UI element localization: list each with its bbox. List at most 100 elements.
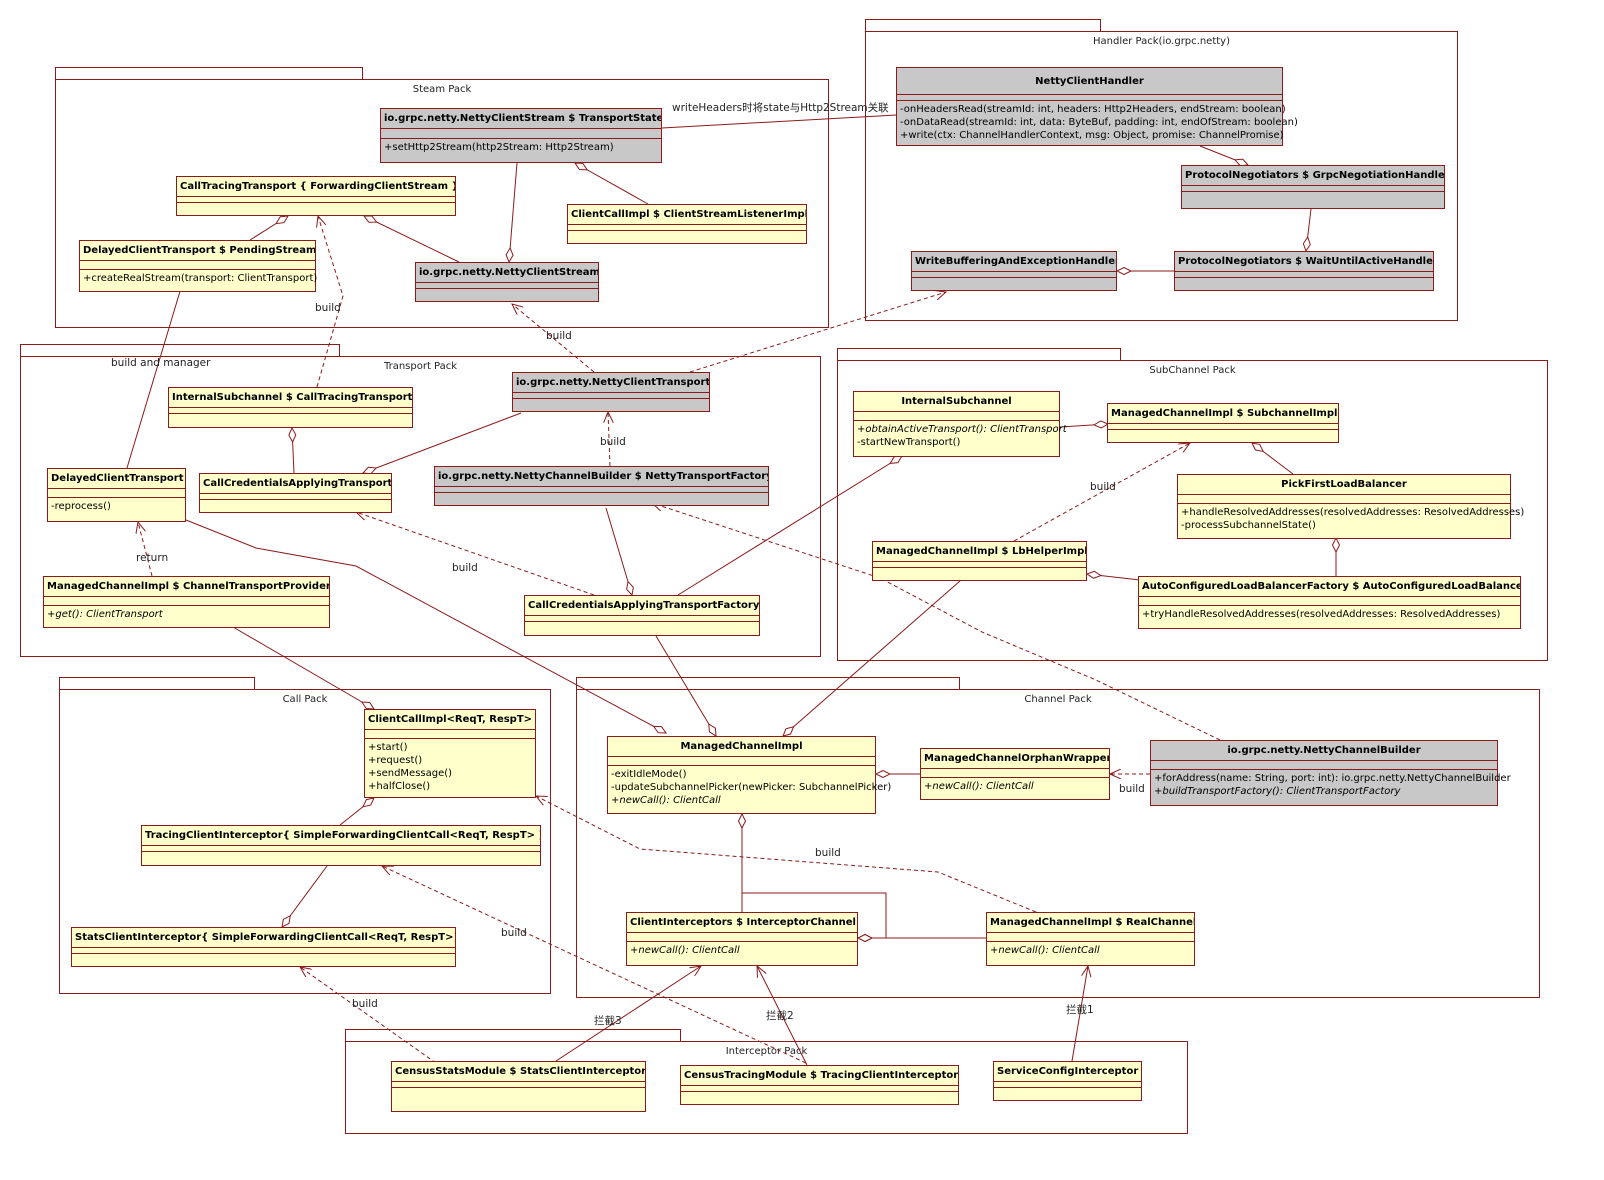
- class-real-channel[interactable]: ManagedChannelImpl $ RealChannel +newCal…: [986, 912, 1195, 966]
- package-tab: [576, 677, 960, 689]
- class-name: StatsClientInterceptor{ SimpleForwarding…: [72, 928, 455, 948]
- class-wait-until-active-handler[interactable]: ProtocolNegotiators $ WaitUntilActiveHan…: [1174, 251, 1434, 291]
- class-attributes: [1108, 424, 1338, 430]
- class-tracing-client-interceptor-fwd[interactable]: TracingClientInterceptor{ SimpleForwardi…: [141, 825, 541, 866]
- class-transport-state[interactable]: io.grpc.netty.NettyClientStream $ Transp…: [380, 108, 662, 163]
- class-auto-configured-load-balancer[interactable]: AutoConfiguredLoadBalancerFactory $ Auto…: [1138, 576, 1521, 629]
- class-channel-transport-provider[interactable]: ManagedChannelImpl $ ChannelTransportPro…: [43, 576, 330, 628]
- class-attributes: [994, 1082, 1141, 1088]
- class-attributes: [80, 261, 315, 270]
- class-attributes: [142, 846, 540, 852]
- class-attributes: [365, 730, 535, 739]
- class-call-tracing-transport-fwd[interactable]: CallTracingTransport { ForwardingClientS…: [176, 176, 456, 216]
- class-census-tracing-interceptor[interactable]: CensusTracingModule $ TracingClientInter…: [680, 1065, 959, 1105]
- package-title: Transport Pack: [383, 361, 458, 372]
- class-name: AutoConfiguredLoadBalancerFactory $ Auto…: [1139, 577, 1520, 597]
- class-subchannel-impl[interactable]: ManagedChannelImpl $ SubchannelImpl: [1107, 403, 1339, 443]
- class-attributes: [435, 487, 768, 493]
- class-netty-channel-builder[interactable]: io.grpc.netty.NettyChannelBuilder +forAd…: [1150, 740, 1511, 806]
- class-write-buffering-handler[interactable]: WriteBufferingAndExceptionHandler: [911, 251, 1117, 291]
- class-attributes: [200, 494, 391, 500]
- class-attributes: [1178, 495, 1510, 504]
- edge-label-build: build: [315, 302, 341, 314]
- class-call-credentials-applying-transport[interactable]: CallCredentialsApplyingTransport: [199, 473, 392, 513]
- package-title: Handler Pack(io.grpc.netty): [1093, 36, 1230, 47]
- class-name: CallTracingTransport { ForwardingClientS…: [177, 177, 455, 197]
- class-attributes: [392, 1082, 645, 1088]
- package-title: Steam Pack: [412, 84, 472, 95]
- class-attributes: [1151, 761, 1497, 770]
- class-stats-client-interceptor-fwd[interactable]: StatsClientInterceptor{ SimpleForwarding…: [71, 927, 456, 967]
- class-netty-client-stream[interactable]: io.grpc.netty.NettyClientStream: [415, 262, 599, 302]
- class-census-stats-interceptor[interactable]: CensusStatsModule $ StatsClientIntercept…: [391, 1061, 646, 1112]
- class-call-credentials-factory[interactable]: CallCredentialsApplyingTransportFactory: [524, 595, 760, 636]
- class-operation: +setHttp2Stream(http2Stream: Http2Stream…: [384, 142, 614, 153]
- package-title: Interceptor Pack: [725, 1046, 808, 1057]
- class-pending-stream[interactable]: DelayedClientTransport $ PendingStream +…: [79, 240, 317, 292]
- class-operation: +tryHandleResolvedAddresses(resolvedAddr…: [1142, 609, 1501, 620]
- class-orphan-wrapper[interactable]: ManagedChannelOrphanWrapper +newCall(): …: [920, 748, 1110, 800]
- class-name: ManagedChannelOrphanWrapper: [921, 749, 1109, 769]
- class-attributes: [525, 616, 759, 622]
- class-operations: +newCall(): ClientCall: [627, 942, 857, 959]
- class-name: ClientInterceptors $ InterceptorChannel: [627, 913, 857, 933]
- class-client-call-impl[interactable]: ClientCallImpl<ReqT, RespT> +start() +re…: [364, 709, 536, 798]
- class-name: CallCredentialsApplyingTransport: [200, 474, 391, 494]
- class-attributes: [381, 129, 661, 139]
- package-tab: [55, 67, 363, 79]
- class-service-config-interceptor[interactable]: ServiceConfigInterceptor: [993, 1061, 1142, 1101]
- class-attributes: [608, 757, 875, 766]
- class-internal-subchannel[interactable]: InternalSubchannel +obtainActiveTranspor…: [853, 391, 1067, 457]
- class-name: CallCredentialsApplyingTransportFactory: [525, 596, 759, 616]
- edge-label-build: build: [1090, 481, 1116, 493]
- class-lb-helper-impl[interactable]: ManagedChannelImpl $ LbHelperImpl: [872, 541, 1087, 581]
- package-tab: [20, 344, 340, 356]
- class-name: ProtocolNegotiators $ WaitUntilActiveHan…: [1175, 252, 1433, 272]
- class-attributes: [44, 597, 329, 606]
- edge-label-build: build: [600, 436, 626, 448]
- class-operations: +get(): ClientTransport: [44, 606, 329, 623]
- class-name: PickFirstLoadBalancer: [1178, 475, 1510, 495]
- class-netty-transport-factory[interactable]: io.grpc.netty.NettyChannelBuilder $ Nett…: [434, 466, 769, 506]
- class-name: io.grpc.netty.NettyClientStream: [416, 263, 598, 283]
- class-operation: -updateSubchannelPicker(newPicker: Subch…: [611, 782, 892, 793]
- class-name: io.grpc.netty.NettyClientTransport: [513, 373, 709, 393]
- class-operation: +halfClose(): [368, 781, 431, 792]
- class-operations: +setHttp2Stream(http2Stream: Http2Stream…: [381, 139, 661, 156]
- class-name: ServiceConfigInterceptor: [994, 1062, 1141, 1082]
- class-operation: +newCall(): ClientCall: [630, 945, 740, 956]
- class-name: ClientCallImpl $ ClientStreamListenerImp…: [568, 205, 806, 225]
- class-client-stream-listener-impl[interactable]: ClientCallImpl $ ClientStreamListenerImp…: [567, 204, 807, 244]
- class-operation: +start(): [368, 742, 408, 753]
- class-operation: +sendMessage(): [368, 768, 453, 779]
- class-attributes: [72, 948, 455, 954]
- class-attributes: [1182, 186, 1444, 192]
- class-attributes: [48, 489, 185, 498]
- class-name: CensusStatsModule $ StatsClientIntercept…: [392, 1062, 645, 1082]
- edge-label-build: build: [501, 927, 527, 939]
- class-internal-subchannel-cct[interactable]: InternalSubchannel $ CallTracingTranspor…: [168, 387, 413, 428]
- class-operation: +buildTransportFactory(): ClientTranspor…: [1154, 786, 1401, 797]
- class-interceptor-channel[interactable]: ClientInterceptors $ InterceptorChannel …: [626, 912, 858, 966]
- class-managed-channel-impl[interactable]: ManagedChannelImpl -exitIdleMode() -upda…: [607, 736, 892, 814]
- class-name: CensusTracingModule $ TracingClientInter…: [681, 1066, 958, 1086]
- class-operations: -exitIdleMode() -updateSubchannelPicker(…: [608, 766, 892, 809]
- class-pick-first-load-balancer[interactable]: PickFirstLoadBalancer +handleResolvedAdd…: [1177, 474, 1524, 539]
- class-operations: +start() +request() +sendMessage() +half…: [365, 739, 535, 795]
- class-operations: -onHeadersRead(streamId: int, headers: H…: [897, 101, 1298, 144]
- package-title: Channel Pack: [1024, 694, 1092, 705]
- class-name: io.grpc.netty.NettyChannelBuilder $ Nett…: [435, 467, 768, 487]
- class-grpc-negotiation-handler[interactable]: ProtocolNegotiators $ GrpcNegotiationHan…: [1181, 165, 1445, 209]
- class-operations: +newCall(): ClientCall: [987, 942, 1194, 959]
- edge-label-build: build: [452, 562, 478, 574]
- edge-label-return: return: [136, 552, 169, 564]
- class-attributes: [1139, 597, 1520, 606]
- class-name: ManagedChannelImpl $ SubchannelImpl: [1108, 404, 1338, 424]
- class-operations: +handleResolvedAddresses(resolvedAddress…: [1178, 504, 1524, 534]
- class-netty-client-handler[interactable]: NettyClientHandler -onHeadersRead(stream…: [896, 67, 1298, 146]
- class-name: ManagedChannelImpl $ ChannelTransportPro…: [44, 577, 329, 597]
- class-operations: +forAddress(name: String, port: int): io…: [1151, 770, 1511, 800]
- class-delayed-client-transport[interactable]: DelayedClientTransport -reprocess(): [47, 468, 186, 522]
- class-netty-client-transport[interactable]: io.grpc.netty.NettyClientTransport: [512, 372, 710, 412]
- class-attributes: [854, 412, 1059, 421]
